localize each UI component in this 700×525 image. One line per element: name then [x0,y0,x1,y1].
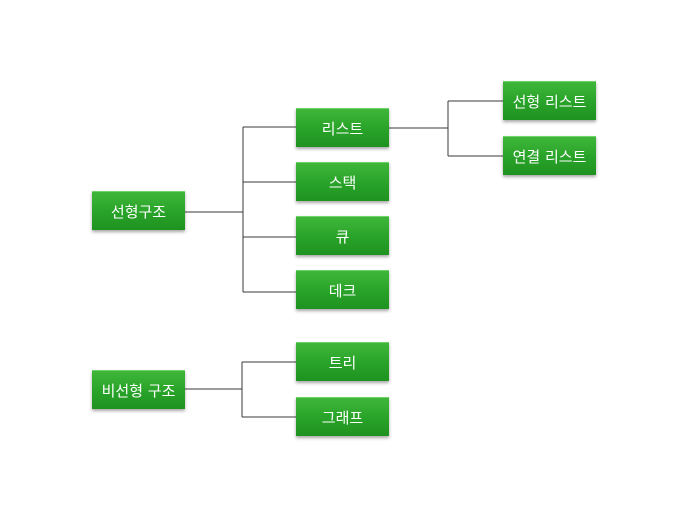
node-deque: 데크 [296,270,389,309]
node-tree: 트리 [296,342,389,381]
node-linear-structure: 선형구조 [92,191,185,230]
node-stack: 스택 [296,162,389,201]
node-linked-list: 연결 리스트 [503,136,596,175]
node-graph: 그래프 [296,397,389,436]
node-queue: 큐 [296,216,389,255]
node-nonlinear-structure: 비선형 구조 [92,370,185,409]
node-array-list: 선형 리스트 [503,81,596,120]
node-list: 리스트 [296,108,389,147]
